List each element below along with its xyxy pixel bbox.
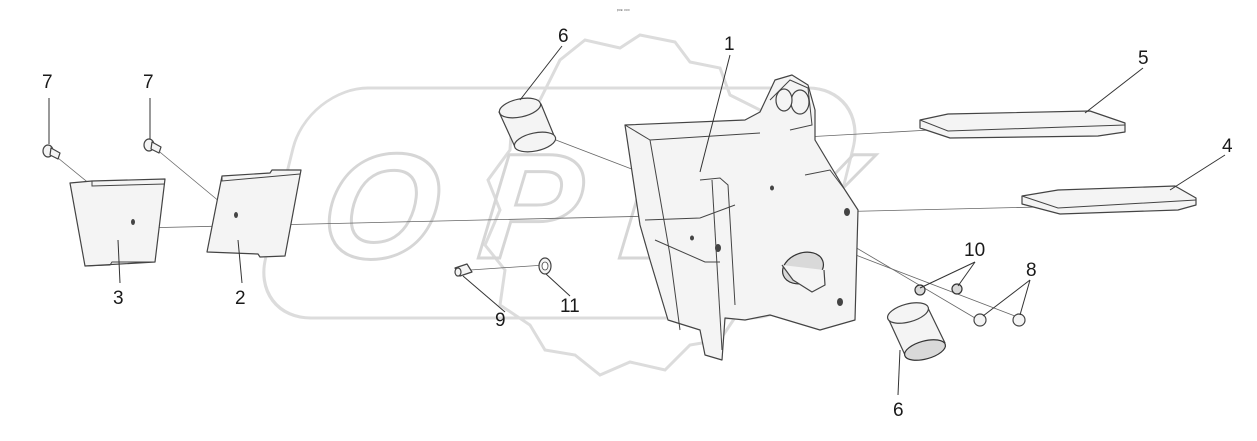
header-code: ᵖᵒᵉ ᵒᵒᵒ <box>617 8 630 14</box>
callout-label-3: 3 <box>113 288 124 309</box>
callout-label-7-right: 7 <box>143 72 154 93</box>
callout-label-6-top: 6 <box>558 26 569 47</box>
part-7-screw-left <box>42 144 61 160</box>
callout-label-5: 5 <box>1138 48 1149 69</box>
part-5-strip <box>919 110 1126 139</box>
callout-label-9: 9 <box>495 310 506 331</box>
part-11-washer <box>538 257 552 275</box>
part-7-screw-right <box>143 138 162 154</box>
callout-label-4: 4 <box>1222 136 1233 157</box>
part-2-plate <box>206 169 302 258</box>
part-10-nuts <box>914 283 963 296</box>
part-8-nuts <box>973 313 1026 327</box>
callout-label-7-left: 7 <box>42 72 53 93</box>
callout-label-8: 8 <box>1026 260 1037 281</box>
part-6-bushing-bottom <box>886 302 947 361</box>
callout-label-10: 10 <box>964 240 985 261</box>
callout-leaders <box>48 45 1226 396</box>
callout-label-1: 1 <box>724 34 735 55</box>
part-4-strip <box>1021 185 1197 215</box>
callout-label-6-bottom: 6 <box>893 400 904 421</box>
part-6-bushing-top <box>498 97 557 153</box>
part-1-bracket <box>624 74 859 361</box>
part-9-fitting <box>454 263 473 277</box>
callout-label-2: 2 <box>235 288 246 309</box>
callout-labels: 1 2 3 4 5 6 6 7 7 8 9 10 11 <box>42 26 1233 421</box>
part-3-plate <box>69 178 166 267</box>
callout-label-11: 11 <box>560 296 580 317</box>
